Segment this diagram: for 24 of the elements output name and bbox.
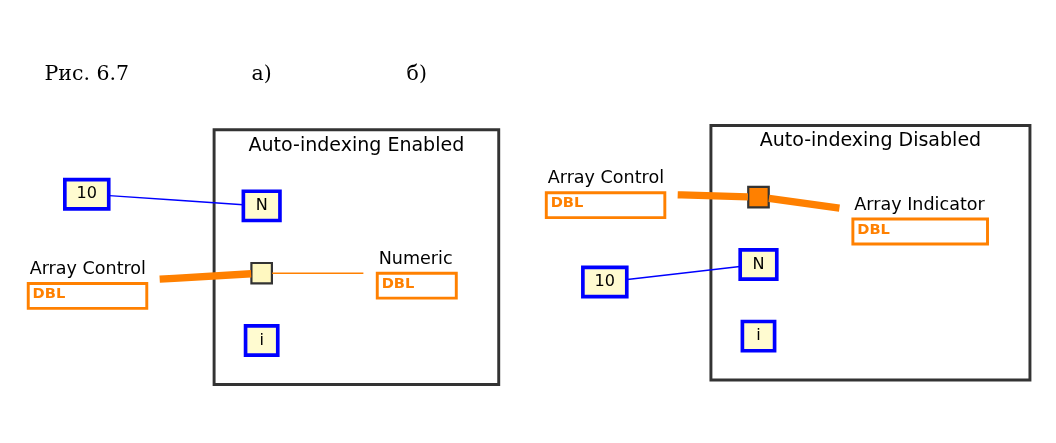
node-label: Array Indicator bbox=[854, 193, 985, 214]
node-box bbox=[747, 185, 770, 208]
label: Рис. 6.7 bbox=[44, 60, 130, 85]
node-box: DBL bbox=[26, 281, 149, 310]
node-box bbox=[250, 261, 273, 285]
node-label: Numeric bbox=[378, 247, 453, 268]
node-box: N bbox=[738, 247, 779, 281]
connector bbox=[108, 194, 244, 205]
label: б) bbox=[406, 60, 427, 85]
node-box: i bbox=[243, 323, 280, 357]
label: а) bbox=[251, 60, 272, 85]
node-label: Array Control bbox=[29, 257, 146, 278]
node-box: 10 bbox=[581, 265, 629, 298]
node-box: DBL bbox=[544, 190, 667, 219]
node-box: 10 bbox=[63, 177, 111, 211]
node-box: N bbox=[241, 188, 282, 222]
connector bbox=[626, 265, 741, 280]
connector bbox=[677, 190, 749, 200]
node-box: i bbox=[740, 319, 777, 353]
connector bbox=[159, 269, 252, 283]
node-label: Array Control bbox=[547, 166, 665, 187]
node-box: DBL bbox=[851, 217, 989, 245]
node-box: DBL bbox=[375, 271, 458, 300]
connector bbox=[271, 272, 365, 274]
